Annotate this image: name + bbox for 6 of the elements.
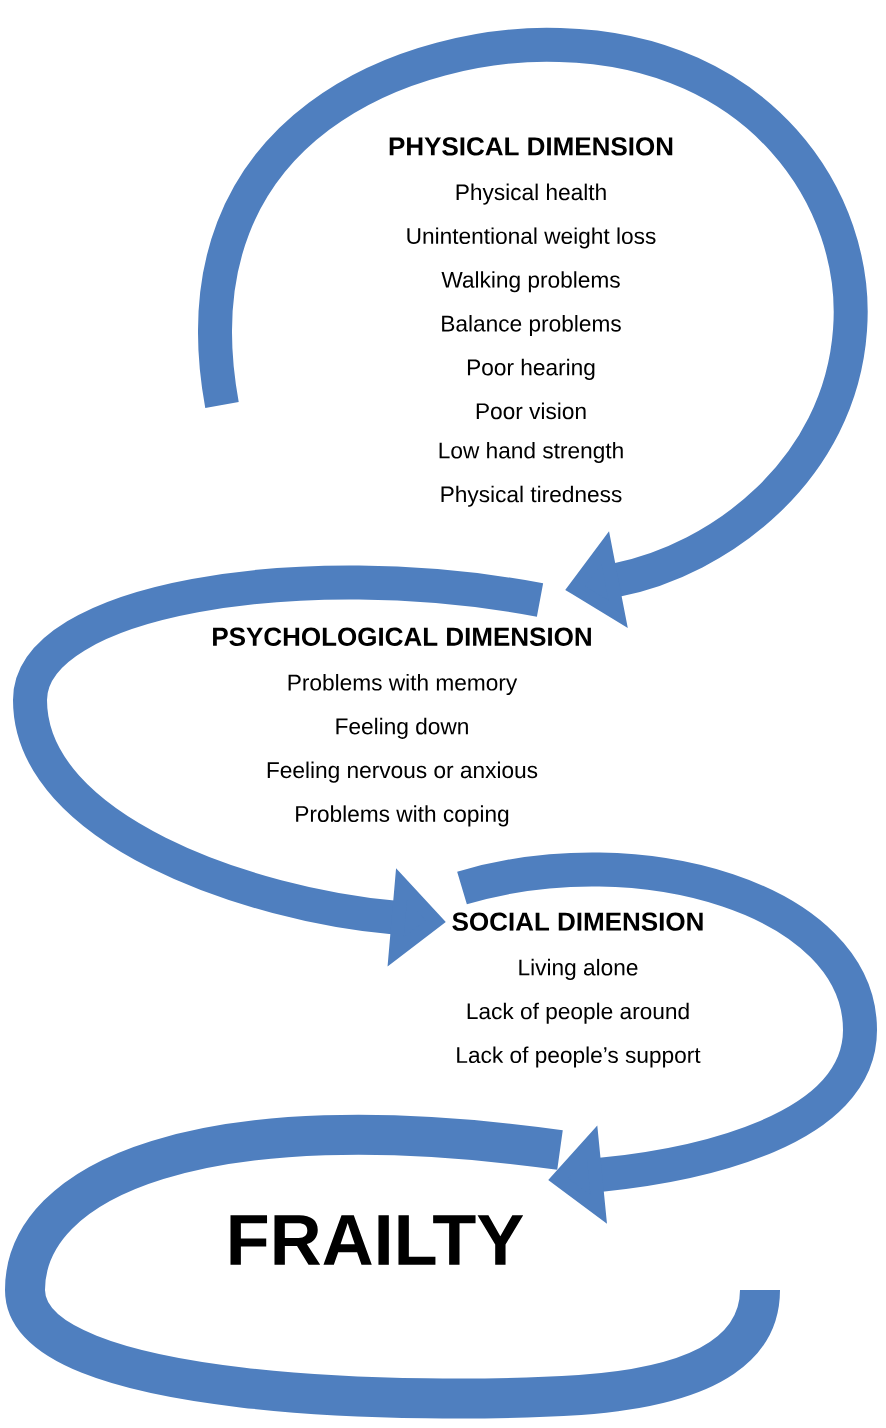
dimension-list: PHYSICAL DIMENSION Physical health Unintentional weight loss Walking problems Balance problems Poor hearing Poor vision Low hand strength Physical tiredness bbox=[389, 137, 673, 507]
arrow bbox=[198, 28, 868, 629]
dimension-list: PSYCHOLOGICAL DIMENSION Problems with memory Feeling down Feeling nervous or anxious Problems with coping bbox=[213, 627, 591, 827]
dimension-list: SOCIAL DIMENSION Living alone Lack of people around Lack of people’s support bbox=[452, 912, 703, 1068]
arrow bbox=[458, 852, 877, 1224]
title-text: FRAILTY bbox=[230, 1215, 524, 1265]
